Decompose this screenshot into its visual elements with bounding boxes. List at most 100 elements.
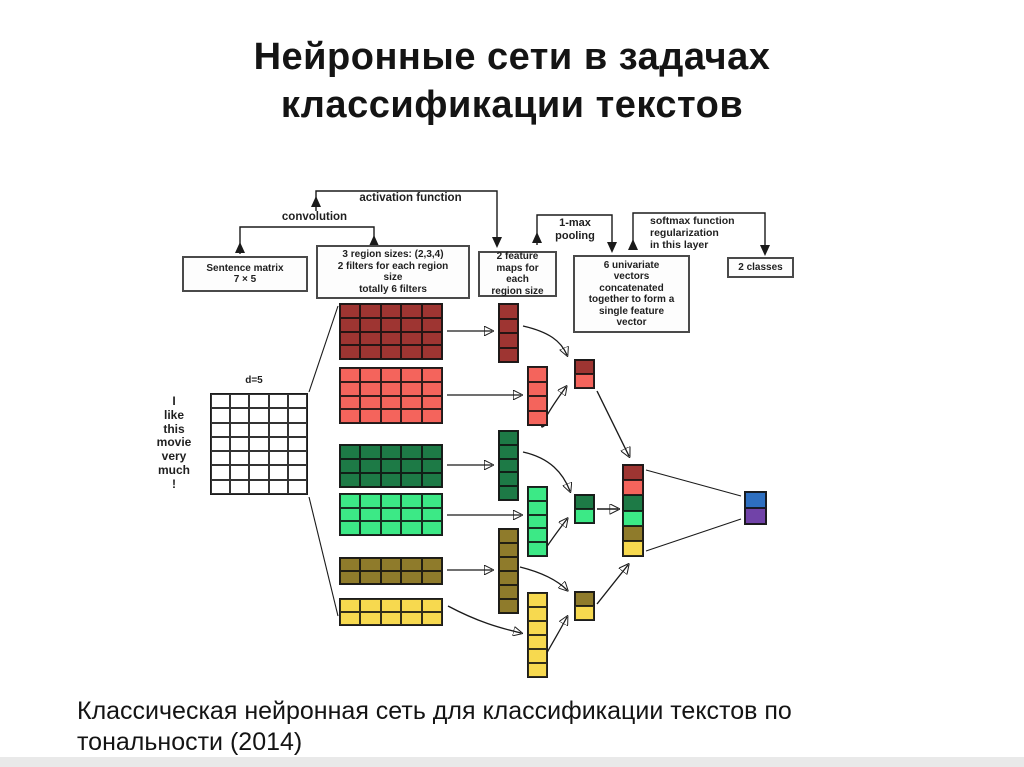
- fan-line-top: [308, 305, 339, 393]
- filter-matrix-region2-a: [339, 557, 443, 585]
- matrix-cell: [249, 408, 269, 423]
- matrix-cell: [499, 431, 518, 445]
- matrix-cell: [230, 422, 250, 437]
- matrix-cell: [421, 571, 442, 584]
- matrix-cell: [268, 394, 288, 409]
- matrix-cell: [528, 514, 547, 529]
- matrix-cell: [340, 317, 361, 332]
- arrowhead-down: [760, 245, 770, 256]
- matrix-cell: [380, 459, 402, 473]
- matrix-cell: [575, 606, 594, 620]
- pool-arrow-3: [522, 451, 570, 491]
- matrix-cell: [401, 345, 422, 359]
- matrix-cell: [421, 381, 442, 396]
- matrix-cell: [421, 409, 442, 423]
- matrix-cell: [340, 494, 361, 508]
- label-1max-pooling: 1-max pooling: [555, 217, 595, 242]
- matrix-cell: [528, 528, 547, 543]
- arrowhead-up: [369, 235, 379, 246]
- matrix-cell: [230, 451, 250, 466]
- matrix-cell: [380, 345, 402, 359]
- matrix-cell: [230, 479, 250, 494]
- matrix-cell: [340, 521, 361, 535]
- matrix-cell: [421, 459, 442, 473]
- matrix-cell: [287, 408, 307, 423]
- filter-matrix-region3-a: [339, 444, 443, 488]
- sentence-word: very: [161, 449, 187, 464]
- matrix-cell: [340, 331, 361, 346]
- matrix-cell: [340, 507, 361, 522]
- sentence-word: like: [163, 407, 184, 422]
- matrix-cell: [421, 395, 442, 410]
- pool-arrow-5: [519, 566, 567, 590]
- matrix-cell: [340, 445, 361, 459]
- matrix-cell: [528, 381, 547, 396]
- matrix-cell: [401, 445, 422, 459]
- matrix-cell: [340, 345, 361, 359]
- matrix-cell: [528, 367, 547, 382]
- matrix-cell: [421, 599, 442, 612]
- matrix-cell: [499, 347, 518, 362]
- box-sentence-matrix: Sentence matrix 7 × 5: [182, 256, 308, 292]
- matrix-cell: [211, 422, 231, 437]
- matrix-cell: [380, 409, 402, 423]
- matrix-cell: [249, 394, 269, 409]
- matrix-cell: [401, 599, 422, 612]
- matrix-cell: [268, 408, 288, 423]
- sentence-matrix-grid: [210, 393, 308, 495]
- matrix-cell: [380, 599, 402, 612]
- matrix-cell: [499, 304, 518, 319]
- matrix-cell: [528, 396, 547, 411]
- matrix-cell: [421, 317, 442, 332]
- filter-matrix-region4-b: [339, 367, 443, 424]
- matrix-cell: [401, 317, 422, 332]
- matrix-cell: [340, 381, 361, 396]
- matrix-cell: [528, 542, 547, 556]
- sentence-words: I like this movie very much !: [146, 394, 202, 492]
- feature-map-column-2: [527, 366, 548, 426]
- matrix-cell: [421, 612, 442, 625]
- matrix-cell: [380, 494, 402, 508]
- matrix-cell: [528, 649, 547, 663]
- pooled-pair-green: [574, 494, 595, 524]
- matrix-cell: [528, 607, 547, 621]
- matrix-cell: [499, 486, 518, 500]
- matrix-cell: [528, 410, 547, 425]
- matrix-cell: [380, 381, 402, 396]
- pooled-pair-yellow: [574, 591, 595, 621]
- matrix-cell: [528, 500, 547, 515]
- matrix-cell: [623, 540, 643, 556]
- feature-map-column-4: [527, 486, 548, 557]
- matrix-cell: [249, 465, 269, 480]
- matrix-cell: [230, 436, 250, 452]
- matrix-cell: [499, 458, 518, 473]
- matrix-cell: [360, 395, 381, 410]
- matrix-cell: [268, 479, 288, 494]
- matrix-cell: [340, 599, 361, 612]
- matrix-cell: [623, 510, 643, 526]
- matrix-cell: [380, 612, 402, 625]
- label-activation-function: activation function: [359, 192, 462, 204]
- box-2-classes: 2 classes: [727, 257, 794, 278]
- matrix-cell: [575, 360, 594, 374]
- matrix-cell: [340, 395, 361, 410]
- matrix-cell: [380, 304, 402, 318]
- feature-map-column-6: [527, 592, 548, 678]
- matrix-cell: [249, 436, 269, 452]
- matrix-cell: [528, 593, 547, 607]
- filter-matrix-region3-b: [339, 493, 443, 536]
- conv-arrow-6: [447, 605, 521, 633]
- output-vector: [744, 491, 767, 525]
- matrix-cell: [249, 422, 269, 437]
- pooling-bracket: [536, 214, 613, 250]
- matrix-cell: [360, 521, 381, 535]
- matrix-cell: [360, 331, 381, 346]
- matrix-cell: [421, 345, 442, 359]
- matrix-cell: [340, 571, 361, 584]
- matrix-cell: [401, 494, 422, 508]
- matrix-cell: [401, 368, 422, 382]
- matrix-cell: [360, 494, 381, 508]
- filter-matrix-region4-a: [339, 303, 443, 360]
- matrix-cell: [287, 479, 307, 494]
